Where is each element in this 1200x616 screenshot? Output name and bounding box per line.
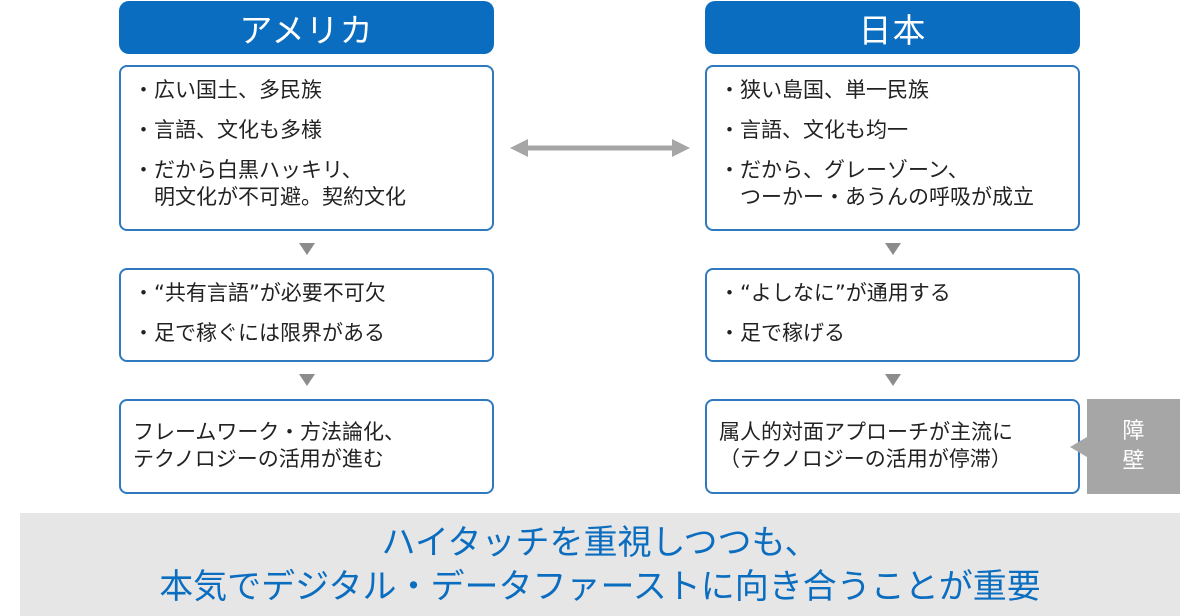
header-america: アメリカ bbox=[119, 1, 494, 54]
header-japan: 日本 bbox=[705, 1, 1080, 54]
header-japan-label: 日本 bbox=[858, 10, 927, 50]
japan-down-arrow-2 bbox=[885, 374, 901, 386]
japan-result-line-1: 属人的対面アプローチが主流に bbox=[719, 420, 1013, 444]
japan-bg-line-3: ・だから、グレーゾーン、 bbox=[719, 158, 969, 182]
america-result-line-2: テクノロジーの活用が進む bbox=[133, 447, 384, 471]
japan-box-implication: ・“よしなに”が通用する ・足で稼げる bbox=[705, 268, 1080, 362]
america-bg-line-4: 明文化が不可避。契約文化 bbox=[133, 185, 406, 209]
japan-impl-line-2: ・足で稼げる bbox=[719, 321, 845, 345]
japan-box-result: 属人的対面アプローチが主流に （テクノロジーの活用が停滞） bbox=[705, 399, 1080, 494]
japan-result-line-2: （テクノロジーの活用が停滞） bbox=[719, 447, 1012, 471]
japan-down-arrow-1 bbox=[885, 243, 901, 255]
japan-bg-line-4: つーかー・あうんの呼吸が成立 bbox=[719, 185, 1034, 209]
japan-box-background: ・狭い島国、単一民族 ・言語、文化も均一 ・だから、グレーゾーン、 つーかー・あ… bbox=[705, 65, 1080, 231]
header-america-label: アメリカ bbox=[239, 10, 374, 50]
america-bg-line-3: ・だから白黒ハッキリ、 bbox=[133, 158, 363, 182]
america-down-arrow-1 bbox=[299, 243, 315, 255]
america-down-arrow-2 bbox=[299, 374, 315, 386]
conclusion-line-2: 本気でデジタル・データファーストに向き合うことが重要 bbox=[159, 566, 1041, 607]
japan-bg-line-1: ・狭い島国、単一民族 bbox=[719, 78, 929, 102]
barrier-box: 障 壁 bbox=[1087, 399, 1180, 494]
america-bg-line-1: ・広い国土、多民族 bbox=[133, 78, 322, 102]
conclusion-banner: ハイタッチを重視しつつも、 本気でデジタル・データファーストに向き合うことが重要 bbox=[20, 513, 1180, 616]
japan-impl-line-1: ・“よしなに”が通用する bbox=[719, 281, 951, 305]
barrier-char-2: 壁 bbox=[1122, 448, 1145, 474]
barrier-char-1: 障 bbox=[1122, 418, 1145, 444]
america-box-background: ・広い国土、多民族 ・言語、文化も多様 ・だから白黒ハッキリ、 明文化が不可避。… bbox=[119, 65, 494, 231]
america-box-implication: ・“共有言語”が必要不可欠 ・足で稼ぐには限界がある bbox=[119, 268, 494, 362]
america-bg-line-2: ・言語、文化も多様 bbox=[133, 118, 322, 142]
japan-bg-line-2: ・言語、文化も均一 bbox=[719, 118, 908, 142]
america-result-line-1: フレームワーク・方法論化、 bbox=[133, 420, 405, 444]
america-box-result: フレームワーク・方法論化、 テクノロジーの活用が進む bbox=[119, 399, 494, 494]
america-impl-line-2: ・足で稼ぐには限界がある bbox=[133, 321, 385, 345]
conclusion-line-1: ハイタッチを重視しつつも、 bbox=[381, 522, 819, 563]
barrier-arrow bbox=[1070, 437, 1087, 457]
america-impl-line-1: ・“共有言語”が必要不可欠 bbox=[133, 281, 386, 305]
comparison-double-arrow bbox=[510, 139, 690, 157]
